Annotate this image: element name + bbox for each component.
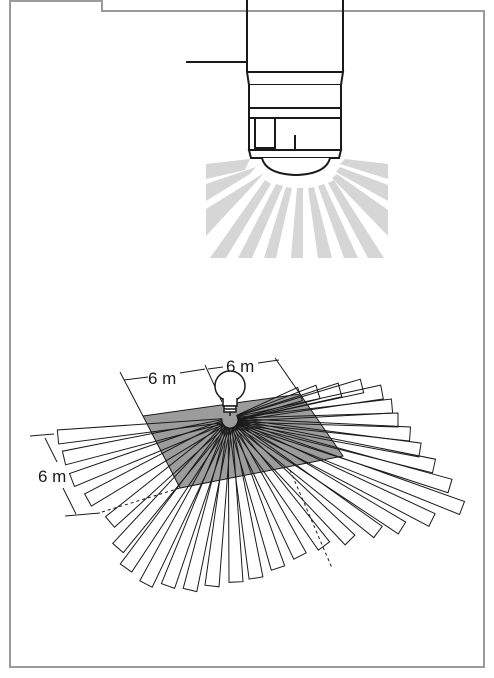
dashed-guide-left: [101, 487, 181, 513]
light-beams: [206, 159, 388, 258]
width-label-left: 6 m: [148, 369, 176, 388]
depth-label: 6 m: [38, 467, 66, 486]
beam-strip: [236, 386, 304, 420]
sensor-housing-icon: [186, 0, 345, 177]
lightbulb-icon: [214, 370, 246, 416]
dimension-lines: [29, 357, 301, 517]
floor-beams: [56, 378, 466, 593]
page-border: [9, 0, 485, 668]
